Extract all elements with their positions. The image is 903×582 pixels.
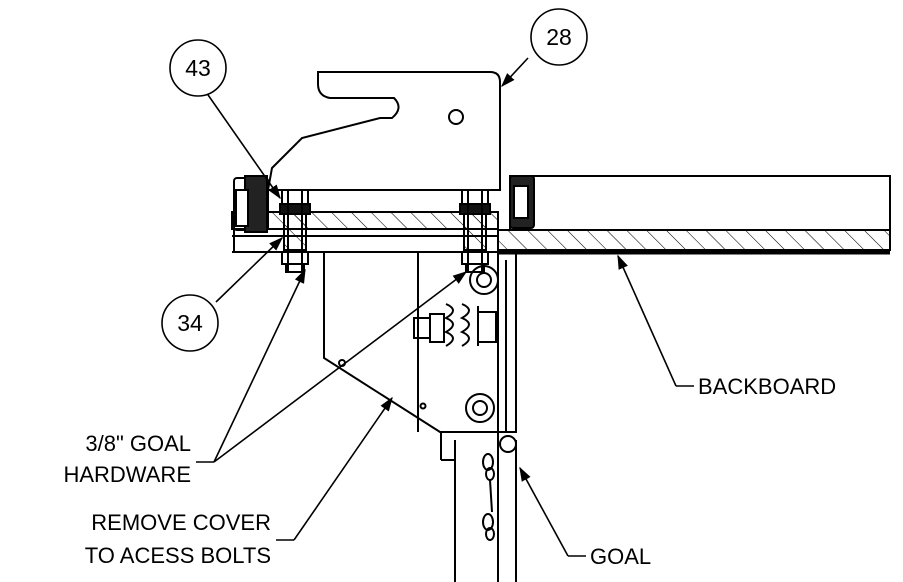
leader-43 <box>205 91 281 200</box>
cover-label-line2: TO ACESS BOLTS <box>85 543 271 568</box>
bracket-plate <box>266 71 501 191</box>
spring-assembly <box>413 303 497 347</box>
leader-34 <box>215 236 284 303</box>
backboard-label: BACKBOARD <box>698 374 836 399</box>
goal-label: GOAL <box>590 544 651 569</box>
callout-34-balloon <box>161 294 219 352</box>
leader-hardware-b <box>213 271 468 463</box>
bracket-hole <box>448 109 464 125</box>
hardware-label-line1: 3/8" GOAL <box>85 431 191 456</box>
cover-plate <box>323 252 498 433</box>
callout-43-label: 43 <box>185 55 211 81</box>
cover-screw-2 <box>419 402 427 410</box>
bolt-stack-left <box>279 189 311 273</box>
callout-28-balloon <box>530 8 588 66</box>
leader-hardware-a <box>213 268 306 463</box>
leader-backboard-2 <box>617 254 677 387</box>
roller-lower <box>465 393 495 423</box>
hardware-label-line2: HARDWARE <box>63 462 191 487</box>
backboard <box>497 175 891 255</box>
bolt-stack-right <box>459 189 491 273</box>
end-cap-right <box>509 175 535 229</box>
end-cap-left <box>233 175 269 253</box>
callout-28-label: 28 <box>546 24 572 50</box>
roller-upper <box>469 265 499 295</box>
callout-43-balloon <box>169 39 227 97</box>
leader-goal <box>519 466 569 557</box>
goal-post <box>440 251 517 582</box>
mounting-bar <box>231 211 499 230</box>
callout-34-label: 34 <box>177 310 203 336</box>
cover-label-line1: REMOVE COVER <box>91 510 271 535</box>
leader-cover <box>293 396 393 541</box>
chain-links <box>482 453 495 541</box>
leader-28 <box>501 57 529 88</box>
